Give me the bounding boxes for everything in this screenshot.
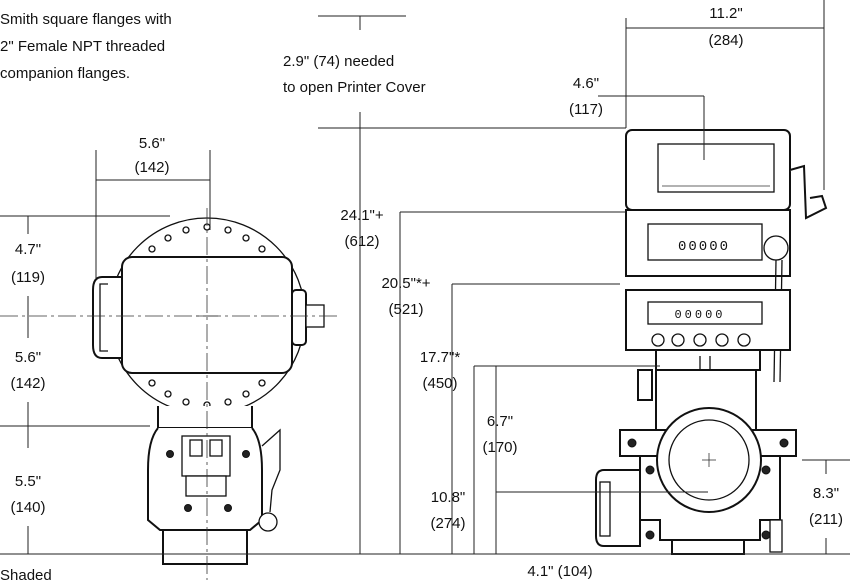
flange-bolt-holes	[148, 223, 266, 409]
dim-overall-width-mm: (284)	[708, 32, 743, 49]
dim-overall-width-in: 11.2"	[709, 5, 742, 22]
note-printer-line1: 2.9" (74) needed	[283, 53, 394, 70]
note-flange-line1: Smith square flanges with	[0, 11, 172, 28]
dim-mid-left-in: 5.6"	[15, 349, 41, 366]
register-knob	[763, 235, 789, 261]
note-flange-line3: companion flanges.	[0, 65, 130, 82]
printer-crank	[789, 164, 828, 220]
dim-h4-in: 6.7"	[487, 413, 513, 430]
dim-h5-in: 10.8"	[431, 489, 466, 506]
printer-window	[657, 143, 775, 193]
front-right-stub	[291, 289, 307, 346]
dim-upper-left-mm: (119)	[11, 269, 45, 286]
dim-h4-mm: (170)	[482, 439, 517, 456]
dim-h1-mm: (612)	[344, 233, 379, 250]
dimension-lines	[0, 0, 850, 555]
dim-h3-mm: (450)	[422, 375, 457, 392]
side-neck	[655, 349, 761, 371]
dim-h3-in: 17.7"*	[420, 349, 461, 366]
front-lever	[261, 428, 281, 513]
dim-width-front-in: 5.6"	[139, 135, 165, 152]
side-view: 00000 00000	[595, 129, 828, 555]
dim-h1-in: 24.1"+	[340, 207, 384, 224]
counter-lower: 00000	[674, 308, 725, 322]
dim-offset-mm: (117)	[569, 101, 603, 118]
dim-low-left-in: 5.5"	[15, 473, 41, 490]
note-flange-line2: 2" Female NPT threaded	[0, 38, 165, 55]
front-pedestal-top	[157, 406, 253, 429]
dim-offset-in: 4.6"	[573, 75, 599, 92]
dim-h6-in: 8.3"	[813, 485, 839, 502]
dim-low-left-mm: (140)	[10, 499, 45, 516]
dim-h6-mm: (211)	[809, 511, 843, 528]
front-main-body	[121, 256, 293, 374]
front-view	[0, 208, 340, 580]
dim-h5-mm: (274)	[430, 515, 465, 532]
front-valve-block	[181, 435, 231, 477]
dim-bottom: 4.1" (104)	[527, 563, 592, 580]
meter-foot	[671, 539, 745, 555]
dim-mid-left-mm: (142)	[10, 375, 45, 392]
front-lever-knob	[258, 512, 278, 532]
note-printer-line2: to open Printer Cover	[283, 79, 426, 96]
dim-h2-mm: (521)	[388, 301, 423, 318]
dimension-labels: 5.6" (142) 4.7" (119) 5.6" (142) 5.5" (1…	[10, 5, 842, 580]
dim-h2-in: 20.5"*+	[381, 275, 430, 292]
note-shaded: Shaded	[0, 567, 52, 584]
dim-upper-left-in: 4.7"	[15, 241, 41, 258]
counter-upper: 00000	[678, 239, 730, 255]
front-base	[162, 529, 248, 565]
dim-width-front-mm: (142)	[134, 159, 169, 176]
